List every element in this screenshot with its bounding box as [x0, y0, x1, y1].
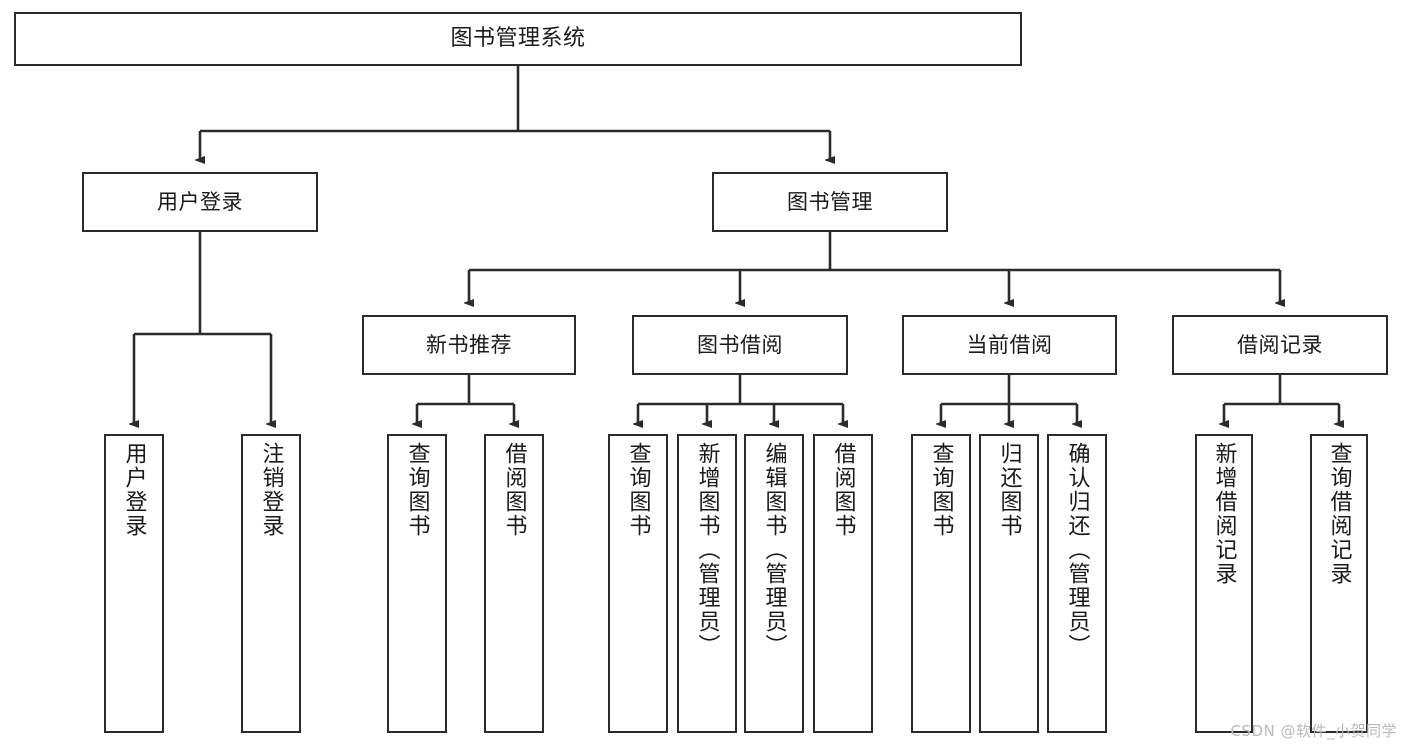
node-new-book-recommend-label: 新书推荐 — [426, 332, 512, 357]
node-new-book-recommend[interactable]: 新书推荐 — [362, 315, 576, 375]
node-leaf-query-record[interactable]: 查询借阅记录 — [1310, 434, 1368, 733]
node-current-borrow[interactable]: 当前借阅 — [902, 315, 1117, 375]
node-leaf-query-book-3-label: 查询图书 — [928, 442, 954, 538]
node-leaf-add-book[interactable]: 新增图书（管理员） — [677, 434, 737, 733]
node-leaf-borrow-book-1-label: 借阅图书 — [501, 442, 527, 538]
node-book-manage-label: 图书管理 — [787, 189, 873, 214]
node-leaf-query-book-2-label: 查询图书 — [625, 442, 651, 538]
node-leaf-logout[interactable]: 注销登录 — [241, 434, 301, 733]
node-leaf-query-book-2[interactable]: 查询图书 — [608, 434, 668, 733]
node-leaf-query-book-3[interactable]: 查询图书 — [911, 434, 971, 733]
node-leaf-edit-book-label: 编辑图书（管理员） — [761, 442, 787, 658]
node-current-borrow-label: 当前借阅 — [966, 332, 1053, 357]
node-root[interactable]: 图书管理系统 — [14, 12, 1022, 66]
node-borrow-record[interactable]: 借阅记录 — [1172, 315, 1388, 375]
node-user-login[interactable]: 用户登录 — [82, 172, 318, 232]
node-leaf-query-book-1[interactable]: 查询图书 — [387, 434, 447, 733]
node-leaf-return-book[interactable]: 归还图书 — [979, 434, 1039, 733]
node-book-borrow[interactable]: 图书借阅 — [632, 315, 848, 375]
node-book-manage[interactable]: 图书管理 — [712, 172, 948, 232]
node-leaf-borrow-book-2[interactable]: 借阅图书 — [813, 434, 873, 733]
node-leaf-return-book-label: 归还图书 — [996, 442, 1022, 538]
watermark: CSDN @软件_小贺同学 — [1230, 722, 1397, 740]
node-leaf-add-record[interactable]: 新增借阅记录 — [1195, 434, 1253, 733]
node-leaf-user-login-label: 用户登录 — [121, 442, 147, 538]
node-user-login-label: 用户登录 — [157, 189, 243, 214]
node-leaf-add-book-label: 新增图书（管理员） — [694, 442, 720, 658]
node-leaf-add-record-label: 新增借阅记录 — [1211, 442, 1237, 586]
node-leaf-edit-book[interactable]: 编辑图书（管理员） — [744, 434, 804, 733]
node-leaf-query-record-label: 查询借阅记录 — [1326, 442, 1352, 586]
node-leaf-user-login[interactable]: 用户登录 — [104, 434, 164, 733]
node-leaf-query-book-1-label: 查询图书 — [404, 442, 430, 538]
node-leaf-borrow-book-1[interactable]: 借阅图书 — [484, 434, 544, 733]
node-leaf-confirm-return-label: 确认归还（管理员） — [1064, 442, 1090, 658]
node-leaf-confirm-return[interactable]: 确认归还（管理员） — [1047, 434, 1107, 733]
node-leaf-logout-label: 注销登录 — [258, 442, 284, 538]
node-book-borrow-label: 图书借阅 — [697, 332, 783, 357]
node-root-label: 图书管理系统 — [450, 26, 586, 52]
node-borrow-record-label: 借阅记录 — [1237, 332, 1323, 357]
node-leaf-borrow-book-2-label: 借阅图书 — [830, 442, 856, 538]
